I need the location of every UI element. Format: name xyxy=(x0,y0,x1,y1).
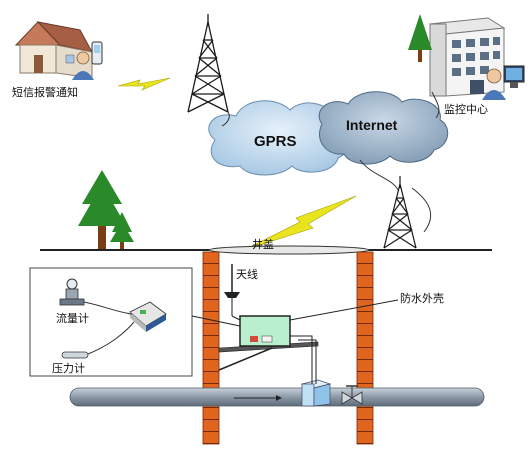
internet-label: Internet xyxy=(346,117,398,133)
person-phone-icon xyxy=(72,41,103,80)
flow-arrow-head xyxy=(276,395,282,401)
pressure-meter-icon xyxy=(61,351,89,359)
pressure-meter-label: 压力计 xyxy=(52,362,85,375)
monitor-building-icon xyxy=(428,17,506,97)
tree-icon xyxy=(408,14,432,62)
leader-line xyxy=(289,299,399,321)
network-links xyxy=(221,91,440,233)
leader-line xyxy=(191,315,241,327)
internet-cloud xyxy=(318,91,449,165)
monitor-center-label: 监控中心 xyxy=(444,103,488,116)
sensor-cable xyxy=(290,335,313,384)
sensor-inset-panel xyxy=(29,267,193,377)
sms-alarm-label: 短信报警通知 xyxy=(12,86,78,99)
waterproof-box xyxy=(239,315,291,347)
tree-icon xyxy=(110,212,134,250)
manhole-cover xyxy=(208,245,370,255)
shelf-brace xyxy=(218,347,273,371)
signal-bolt-icon xyxy=(117,77,171,91)
sensor-cable xyxy=(298,339,317,384)
antenna-label: 天线 xyxy=(236,268,258,281)
data-terminal-icon xyxy=(129,301,167,332)
flow-sensor-icon xyxy=(300,379,332,407)
radio-tower-icon xyxy=(383,176,417,249)
valve-icon xyxy=(341,385,363,405)
operator-computer-icon xyxy=(482,65,525,100)
manhole-cover-label: 井盖 xyxy=(252,238,274,251)
radio-tower-icon xyxy=(187,14,229,113)
gprs-label: GPRS xyxy=(254,133,297,150)
waterproof-case-label: 防水外壳 xyxy=(400,292,444,305)
house-icon xyxy=(14,21,93,79)
tree-icon xyxy=(78,170,126,250)
inset-cables xyxy=(83,301,135,355)
well-wall-left xyxy=(202,251,220,445)
flow-meter-label: 流量计 xyxy=(56,312,89,325)
well-wall-right xyxy=(356,251,374,445)
signal-bolt-icon xyxy=(243,195,357,251)
antenna-icon xyxy=(224,264,245,323)
